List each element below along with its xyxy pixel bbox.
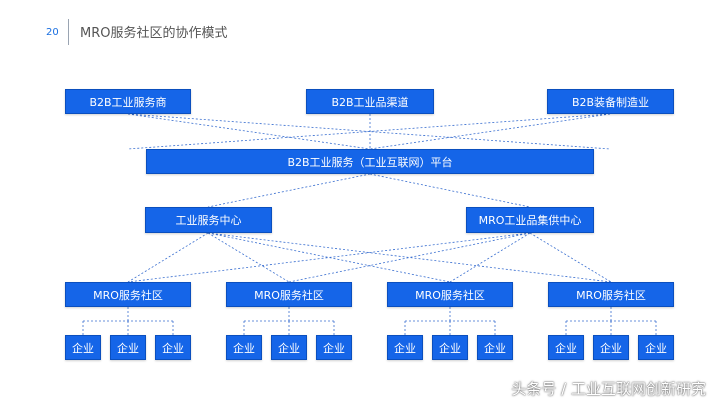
node-b2b-service-provider: B2B工业服务商 <box>65 89 191 114</box>
node-platform: B2B工业服务（工业互联网）平台 <box>146 149 594 174</box>
connector-line <box>127 113 611 150</box>
page-title: MRO服务社区的协作模式 <box>80 26 228 41</box>
node-enterprise: 企业 <box>271 335 307 360</box>
node-enterprise: 企业 <box>477 335 513 360</box>
connector-line <box>207 232 290 283</box>
node-industrial-service-center: 工业服务中心 <box>145 207 272 233</box>
node-enterprise: 企业 <box>548 335 584 360</box>
connector-line <box>207 232 612 283</box>
node-enterprise: 企业 <box>316 335 352 360</box>
connector-line <box>127 113 371 150</box>
node-b2b-equipment-manufacturing: B2B装备制造业 <box>547 89 674 114</box>
node-mro-community-3: MRO服务社区 <box>387 282 513 307</box>
node-enterprise: 企业 <box>593 335 629 360</box>
connector-line <box>288 232 531 283</box>
node-enterprise: 企业 <box>110 335 146 360</box>
connector-line <box>207 232 451 283</box>
node-mro-community-2: MRO服务社区 <box>226 282 352 307</box>
connector-line <box>127 232 531 283</box>
node-mro-community-1: MRO服务社区 <box>65 282 191 307</box>
node-mro-community-4: MRO服务社区 <box>548 282 674 307</box>
node-enterprise: 企业 <box>155 335 191 360</box>
node-enterprise: 企业 <box>226 335 262 360</box>
page-number: 20 <box>46 27 59 38</box>
header-divider <box>68 19 69 45</box>
connector-line <box>369 113 611 150</box>
connector-line <box>449 232 531 283</box>
node-mro-supply-center: MRO工业品集供中心 <box>466 207 594 233</box>
node-enterprise: 企业 <box>432 335 468 360</box>
node-b2b-industrial-channel: B2B工业品渠道 <box>306 89 434 114</box>
connector-line <box>127 232 209 283</box>
connector-line <box>529 232 612 283</box>
connector-line <box>207 173 371 208</box>
node-enterprise: 企业 <box>638 335 674 360</box>
watermark: 头条号 / 工业互联网创新研究 <box>511 380 706 398</box>
connector-line <box>369 173 531 208</box>
node-enterprise: 企业 <box>387 335 423 360</box>
node-enterprise: 企业 <box>65 335 101 360</box>
